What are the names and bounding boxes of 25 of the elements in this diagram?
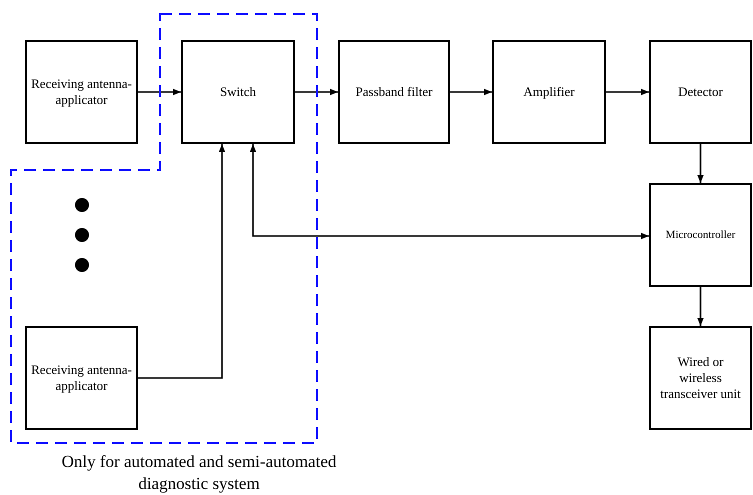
process-box bbox=[25, 326, 138, 430]
arrow bbox=[295, 88, 338, 96]
box-label: Wired or wireless transceiver unit bbox=[659, 354, 742, 402]
arrow bbox=[138, 88, 181, 96]
box-label: Microcontroller bbox=[666, 228, 736, 242]
process-box bbox=[649, 183, 752, 287]
process-box bbox=[649, 326, 752, 430]
box-label: Receiving antenna-applicator bbox=[31, 362, 132, 394]
box-label: Detector bbox=[678, 84, 723, 100]
arrow bbox=[697, 144, 704, 183]
box-label: Amplifier bbox=[523, 84, 575, 100]
process-box bbox=[338, 40, 450, 144]
process-box bbox=[649, 40, 752, 144]
arrow bbox=[697, 287, 704, 326]
box-label: Passband filter bbox=[356, 84, 432, 100]
process-box bbox=[492, 40, 606, 144]
box-label: Receiving antenna-applicator bbox=[31, 76, 132, 108]
arrow bbox=[606, 88, 649, 96]
arrow bbox=[138, 144, 226, 379]
arrow bbox=[250, 144, 649, 240]
box-label: Switch bbox=[220, 84, 256, 100]
region-caption: Only for automated and semi-automated diagnostic system bbox=[60, 451, 338, 495]
process-box bbox=[25, 40, 138, 144]
process-box bbox=[181, 40, 295, 144]
arrow bbox=[450, 88, 492, 96]
